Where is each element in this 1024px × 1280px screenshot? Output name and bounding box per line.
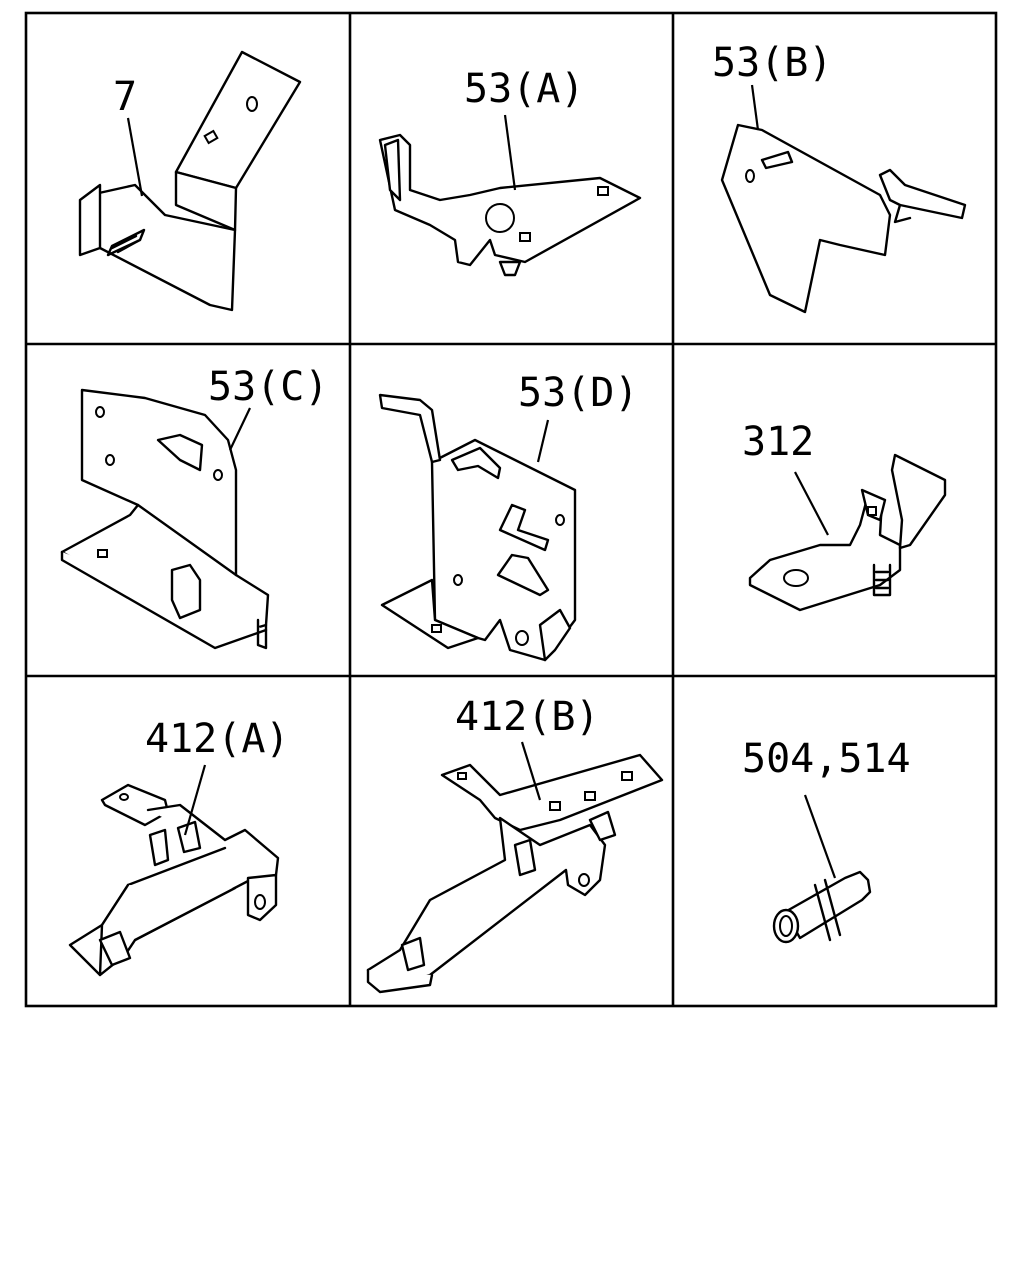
part-53d-label: 53(D) bbox=[518, 370, 638, 416]
part-504-514-cell: 504,514 bbox=[742, 736, 911, 944]
part-312-cell: 312 bbox=[742, 419, 947, 612]
part-53b-cell: 53(B) bbox=[712, 40, 967, 314]
part-53b-leader bbox=[750, 84, 760, 131]
part-312-label: 312 bbox=[742, 419, 814, 465]
part-53c-cell: 53(C) bbox=[60, 364, 328, 650]
part-412b-bracket bbox=[366, 753, 664, 994]
part-312-bracket bbox=[748, 453, 947, 612]
part-412b-leader bbox=[520, 741, 542, 801]
part-7-label: 7 bbox=[113, 74, 137, 120]
part-412a-bracket bbox=[68, 783, 280, 977]
part-53a-leader bbox=[503, 114, 517, 191]
part-7-bracket bbox=[78, 50, 302, 312]
part-412a-label: 412(A) bbox=[145, 716, 290, 762]
part-412a-leader bbox=[183, 764, 207, 836]
part-53c-leader bbox=[229, 407, 251, 451]
part-504-514-tube bbox=[772, 870, 872, 944]
part-412b-label: 412(B) bbox=[455, 694, 600, 740]
part-7-leader bbox=[126, 117, 144, 197]
part-53a-label: 53(A) bbox=[464, 66, 584, 112]
part-7-cell: 7 bbox=[78, 50, 302, 312]
part-53d-bracket bbox=[378, 393, 577, 662]
grid-frame bbox=[24, 11, 998, 1008]
part-504-514-label: 504,514 bbox=[742, 736, 911, 782]
part-53a-bracket bbox=[378, 133, 642, 277]
part-504-514-leader bbox=[803, 794, 837, 879]
part-412b-cell: 412(B) bbox=[366, 694, 664, 994]
part-53a-cell: 53(A) bbox=[378, 66, 642, 277]
part-53b-bracket bbox=[720, 123, 967, 314]
part-312-leader bbox=[794, 471, 829, 536]
part-53d-leader bbox=[536, 419, 550, 463]
part-412a-cell: 412(A) bbox=[68, 716, 290, 977]
part-53c-bracket bbox=[60, 388, 270, 650]
part-53b-label: 53(B) bbox=[712, 40, 832, 86]
part-53c-label: 53(C) bbox=[208, 364, 328, 410]
part-53d-cell: 53(D) bbox=[378, 370, 638, 662]
